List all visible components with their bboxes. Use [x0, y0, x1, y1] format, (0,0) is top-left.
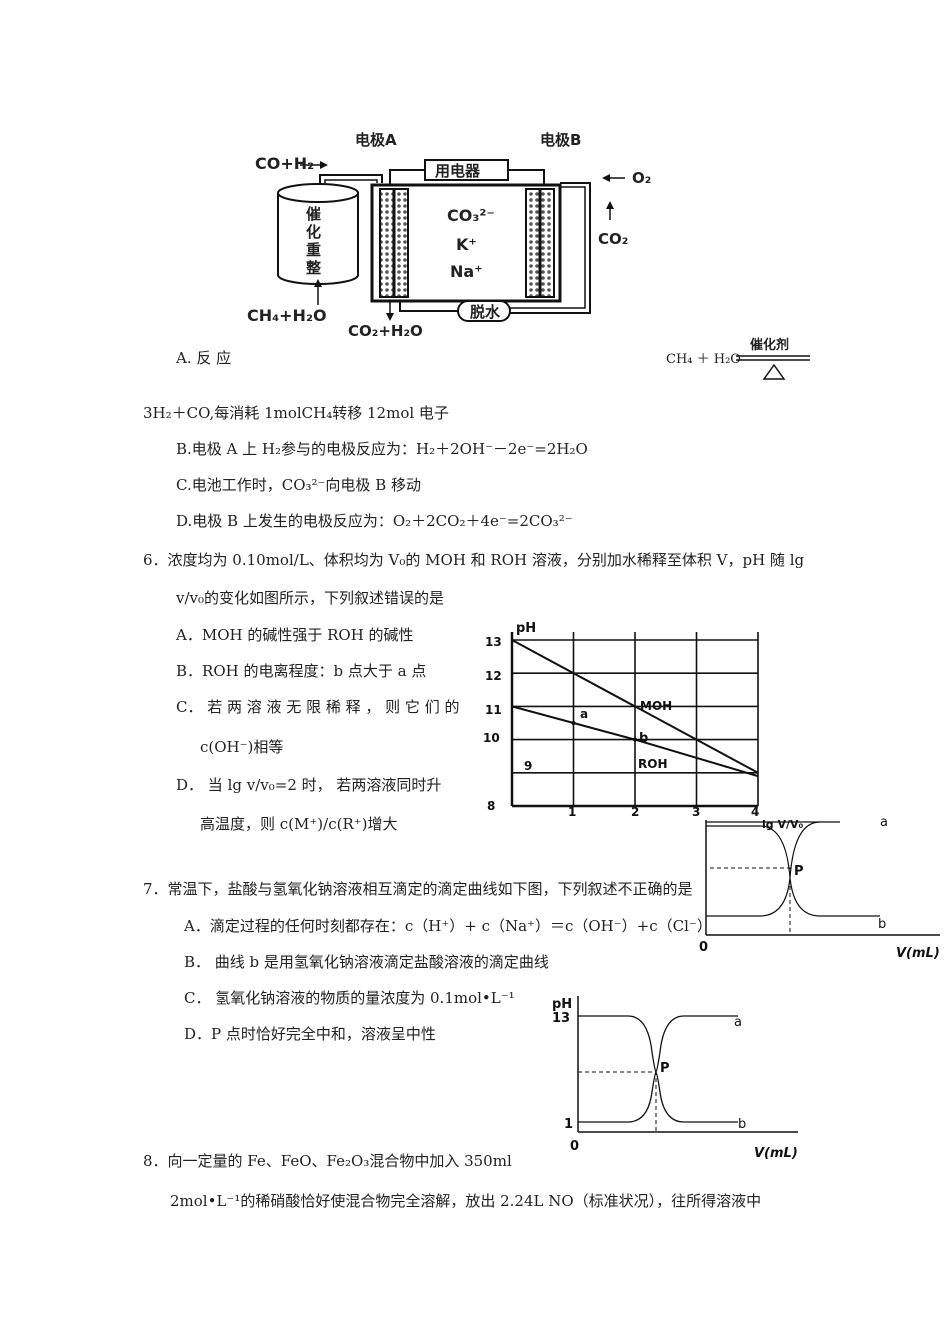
point-label-b: b: [639, 731, 648, 746]
appliance-label: 用电器: [435, 162, 481, 180]
q6-option-d-1: D． 当 lg v/v₀=2 时， 若两溶液同时升: [176, 776, 442, 794]
x-tick-2: 2: [631, 805, 639, 819]
point-b: [633, 737, 637, 742]
x-axis-label: lg V/V₀: [762, 818, 804, 831]
titration-y-tick-1: 1: [564, 1117, 573, 1132]
q6-stem-1: 6．浓度均为 0.10mol/L、体积均为 V₀的 MOH 和 ROH 溶液，分…: [143, 551, 805, 569]
y-axis-label: pH: [516, 621, 536, 636]
q6-option-c-1: C． 若 两 溶 液 无 限 稀 释 ， 则 它 们 的: [176, 698, 460, 716]
y-tick-12: 12: [485, 669, 502, 683]
q6-option-c-2: c(OH⁻)相等: [200, 738, 284, 756]
y-tick-8: 8: [487, 799, 495, 813]
series-label-moh: MOH: [640, 699, 672, 713]
reformer-label: 催化重整: [306, 205, 322, 277]
outlet-label: CO₂+H₂O: [348, 322, 423, 340]
q5-option-c: C.电池工作时，CO₃²⁻向电极 B 移动: [176, 476, 421, 494]
reformer-inlet-label: CH₄+H₂O: [247, 306, 327, 325]
titration-curve-a-label: a: [734, 1015, 742, 1030]
q5-option-a-reactants: CH₄ ＋ H₂O: [666, 352, 741, 367]
catalyst-label: 催化剂: [750, 338, 790, 353]
co2-label: CO₂: [598, 230, 629, 248]
dehydrator-label: 脱水: [470, 303, 501, 321]
ion-potassium: K⁺: [456, 235, 477, 254]
titration-y-tick-13: 13: [552, 1011, 570, 1026]
titration-x-axis-label: V(mL): [754, 1146, 798, 1161]
titration-y-axis-label: pH: [552, 997, 572, 1012]
o2-label: O₂: [632, 169, 652, 187]
point-a: [571, 721, 576, 725]
q8-line-2: 2mol•L⁻¹的稀硝酸恰好使混合物完全溶解，放出 2.24L NO（标准状况）…: [170, 1192, 762, 1210]
q7-option-b: B． 曲线 b 是用氢氧化钠溶液滴定盐酸溶液的滴定曲线: [184, 953, 549, 971]
titration-chart: pH 13 1 0 a b P V(mL): [552, 996, 798, 1161]
fuel-cell-diagram: [277, 159, 625, 322]
titration-chart-small: a P b 0 V(mL): [699, 818, 940, 961]
small-curve-b-label: b: [878, 917, 886, 932]
q6-option-d-2: 高温度，则 c(M⁺)/c(R⁺)增大: [200, 815, 398, 833]
dilution-ph-chart: pH 13 12 11 10 9 8 1 2 3 4 lg V/V₀ MOH R…: [483, 621, 804, 831]
point-label-a: a: [580, 707, 588, 721]
q7-option-a: A．滴定过程的任何时刻都存在：c（H⁺）+ c（Na⁺）＝c（OH⁻）+c（Cl…: [184, 917, 712, 935]
x-tick-1: 1: [568, 805, 576, 819]
y-tick-13: 13: [485, 635, 502, 649]
small-origin-label: 0: [699, 940, 708, 955]
appliance-box: [424, 159, 509, 181]
x-tick-3: 3: [692, 805, 700, 819]
electrode-a-label: 电极A: [355, 131, 397, 149]
reaction-arrow-icon: [736, 355, 810, 380]
ion-carbonate: CO₃²⁻: [447, 206, 495, 225]
q6-stem-2: v/v₀的变化如图所示，下列叙述错误的是: [176, 589, 445, 607]
q7-stem: 7．常温下，盐酸与氢氧化钠溶液相互滴定的滴定曲线如下图，下列叙述不正确的是: [143, 880, 693, 898]
series-label-roh: ROH: [638, 757, 667, 771]
q5-option-a-cont: 3H₂＋CO,每消耗 1molCH₄转移 12mol 电子: [143, 404, 449, 422]
electrode-b-label: 电极B: [540, 131, 582, 149]
series-line-moh: [511, 639, 759, 774]
q5-option-a: A. 反 应: [176, 349, 232, 367]
q7-option-c: C． 氢氧化钠溶液的物质的量浓度为 0.1mol•L⁻¹: [184, 989, 515, 1007]
q6-option-a: A．MOH 的碱性强于 ROH 的碱性: [176, 626, 414, 644]
q6-option-b: B．ROH 的电离程度：b 点大于 a 点: [176, 662, 427, 680]
q5-option-d: D.电极 B 上发生的电极反应为：O₂＋2CO₂＋4e⁻=2CO₃²⁻: [176, 512, 573, 530]
q8-line-1: 8．向一定量的 Fe、FeO、Fe₂O₃混合物中加入 350ml: [143, 1152, 512, 1170]
small-point-p-label: P: [794, 864, 804, 879]
fuel-inlet-label: CO+H₂: [255, 154, 315, 173]
small-curve-a-label: a: [880, 818, 888, 830]
q7-option-d: D．P 点时恰好完全中和，溶液呈中性: [184, 1025, 436, 1043]
q5-option-b: B.电极 A 上 H₂参与的电极反应为：H₂＋2OH⁻－2e⁻=2H₂O: [176, 440, 588, 458]
small-x-axis-label: V(mL): [896, 946, 940, 961]
titration-origin-label: 0: [570, 1139, 579, 1154]
x-tick-4: 4: [751, 805, 759, 819]
ion-sodium: Na⁺: [450, 262, 483, 281]
y-tick-11: 11: [485, 703, 502, 717]
titration-point-p-label: P: [660, 1061, 670, 1076]
y-tick-9: 9: [524, 759, 532, 773]
y-tick-10: 10: [483, 731, 500, 745]
titration-curve-b-label: b: [738, 1117, 746, 1132]
